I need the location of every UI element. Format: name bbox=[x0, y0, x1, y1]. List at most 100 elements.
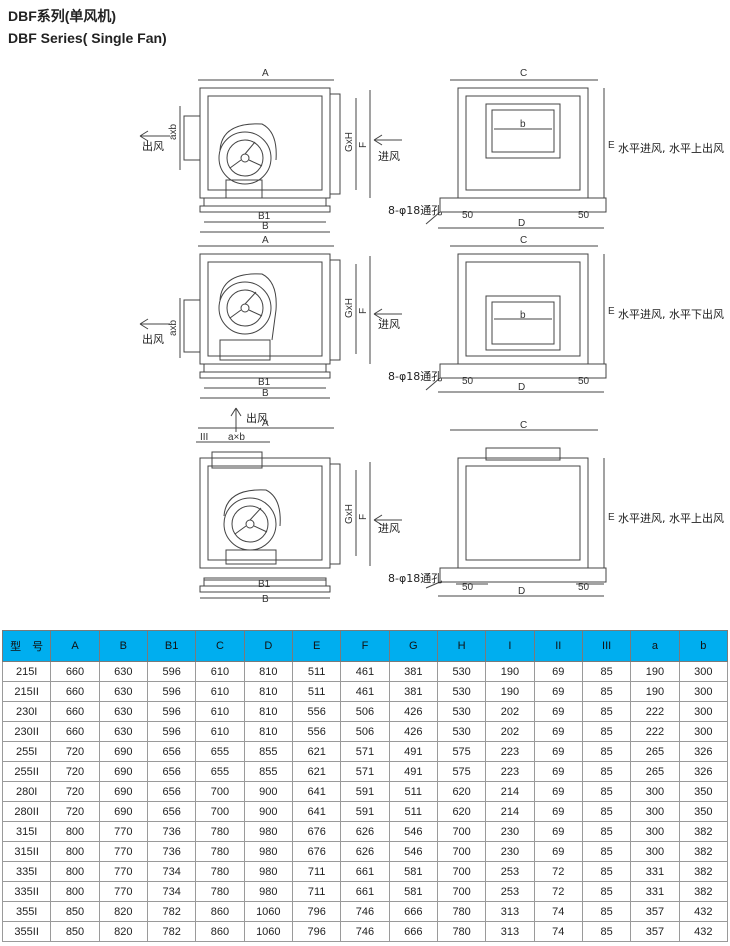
table-cell: 720 bbox=[50, 761, 100, 782]
dim-50-1a: 50 bbox=[462, 210, 474, 221]
table-cell: 461 bbox=[340, 681, 390, 702]
table-cell: 770 bbox=[98, 881, 148, 902]
table-cell: 74 bbox=[533, 901, 583, 922]
front-view-3 bbox=[425, 429, 607, 597]
inlet-label-2: 进风 bbox=[378, 318, 400, 331]
dim-a-1: A bbox=[262, 68, 269, 79]
dim-c-3: C bbox=[520, 420, 527, 431]
table-cell: 357 bbox=[630, 901, 680, 922]
table-cell: 746 bbox=[340, 921, 390, 942]
column-header-model: 型 号 bbox=[1, 630, 52, 662]
dim-gxh-2: GxH bbox=[344, 298, 355, 318]
table-cell: 630 bbox=[98, 681, 148, 702]
table-cell: 215II bbox=[1, 681, 52, 702]
table-cell: 855 bbox=[243, 741, 293, 762]
column-header-b: b bbox=[678, 630, 729, 662]
table-cell: 820 bbox=[98, 921, 148, 942]
table-cell: 69 bbox=[533, 801, 583, 822]
table-cell: 265 bbox=[630, 761, 680, 782]
table-cell: 230II bbox=[1, 721, 52, 742]
dim-c-1: C bbox=[520, 68, 527, 79]
table-cell: 660 bbox=[50, 661, 100, 682]
dim-b-small-2: b bbox=[520, 310, 526, 321]
dim-axb-1: axb bbox=[168, 123, 179, 140]
table-cell: 810 bbox=[243, 661, 293, 682]
dim-gxh-1: GxH bbox=[344, 132, 355, 152]
table-cell: 610 bbox=[195, 681, 245, 702]
table-cell: 355I bbox=[1, 901, 52, 922]
table-cell: 780 bbox=[195, 841, 245, 862]
table-cell: 1060 bbox=[243, 921, 293, 942]
table-cell: 656 bbox=[146, 781, 197, 802]
table-cell: 656 bbox=[146, 801, 197, 822]
table-cell: 506 bbox=[340, 701, 390, 722]
config-label-3: 水平进风, 水平上出风 bbox=[618, 511, 724, 525]
table-cell: 326 bbox=[678, 761, 729, 782]
table-cell: 796 bbox=[291, 921, 342, 942]
outlet-label-1: 出风 bbox=[142, 139, 164, 153]
column-header-g: G bbox=[388, 630, 438, 662]
table-cell: 461 bbox=[340, 661, 390, 682]
table-cell: 280II bbox=[1, 801, 52, 822]
table-cell: 546 bbox=[388, 821, 438, 842]
table-cell: 85 bbox=[581, 701, 632, 722]
table-cell: 660 bbox=[50, 701, 100, 722]
table-cell: 315I bbox=[1, 821, 52, 842]
table-cell: 610 bbox=[195, 661, 245, 682]
table-cell: 85 bbox=[581, 681, 632, 702]
side-view-1 bbox=[139, 79, 402, 233]
table-cell: 980 bbox=[243, 821, 293, 842]
table-cell: 770 bbox=[98, 841, 148, 862]
table-cell: 222 bbox=[630, 701, 680, 722]
table-cell: 69 bbox=[533, 781, 583, 802]
dim-iii-3: III bbox=[200, 432, 208, 443]
config-label-2: 水平进风, 水平下出风 bbox=[618, 307, 724, 321]
table-cell: 335I bbox=[1, 861, 52, 882]
table-cell: 734 bbox=[146, 881, 197, 902]
column-header-e: E bbox=[291, 630, 342, 662]
table-cell: 656 bbox=[146, 761, 197, 782]
table-cell: 660 bbox=[50, 681, 100, 702]
column-header-b: B bbox=[98, 630, 148, 662]
table-cell: 720 bbox=[50, 801, 100, 822]
column-header-iii: III bbox=[581, 630, 632, 662]
table-cell: 382 bbox=[678, 841, 729, 862]
table-cell: 655 bbox=[195, 741, 245, 762]
dim-b-small-1: b bbox=[520, 119, 526, 130]
table-cell: 591 bbox=[340, 801, 390, 822]
table-cell: 575 bbox=[436, 761, 487, 782]
table-cell: 69 bbox=[533, 761, 583, 782]
table-cell: 850 bbox=[50, 921, 100, 942]
dim-axb-3: a×b bbox=[228, 432, 245, 443]
table-cell: 331 bbox=[630, 881, 680, 902]
table-cell: 621 bbox=[291, 741, 342, 762]
outlet-label-2: 出风 bbox=[142, 332, 164, 346]
table-cell: 190 bbox=[630, 681, 680, 702]
table-cell: 85 bbox=[581, 741, 632, 762]
table-cell: 850 bbox=[50, 901, 100, 922]
table-cell: 860 bbox=[195, 901, 245, 922]
table-cell: 265 bbox=[630, 741, 680, 762]
table-cell: 230 bbox=[485, 821, 535, 842]
table-cell: 780 bbox=[436, 921, 487, 942]
table-cell: 214 bbox=[485, 781, 535, 802]
table-cell: 770 bbox=[98, 821, 148, 842]
table-cell: 820 bbox=[98, 901, 148, 922]
table-cell: 800 bbox=[50, 881, 100, 902]
dim-b1-2: B1 bbox=[258, 377, 271, 388]
table-cell: 900 bbox=[243, 801, 293, 822]
column-header-ii: II bbox=[533, 630, 583, 662]
dim-d-2: D bbox=[518, 382, 525, 393]
table-cell: 85 bbox=[581, 821, 632, 842]
table-cell: 350 bbox=[678, 801, 729, 822]
table-cell: 666 bbox=[388, 901, 438, 922]
table-cell: 810 bbox=[243, 721, 293, 742]
technical-drawings: A B1 B axb GxH F 出风 进风 C b D E 50 50 8-φ… bbox=[139, 68, 724, 605]
table-cell: 511 bbox=[291, 681, 342, 702]
title-cn: DBF系列(单风机) bbox=[8, 8, 117, 24]
dim-50-2a: 50 bbox=[462, 376, 474, 387]
dim-d-1: D bbox=[518, 218, 525, 229]
